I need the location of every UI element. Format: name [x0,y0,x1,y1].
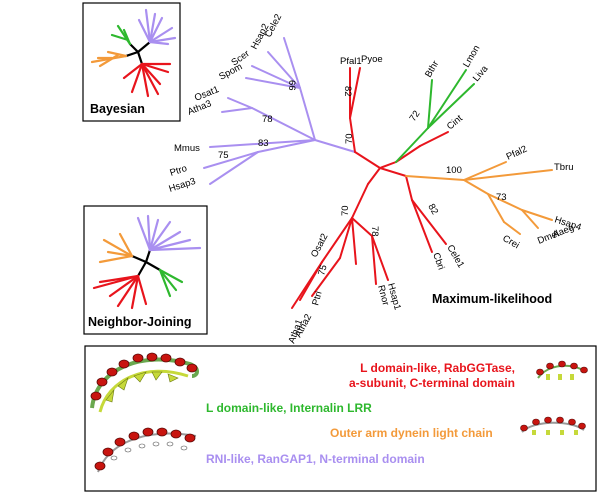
leaf-tbru: Tbru [554,162,574,173]
neighbor-joining-label: Neighbor-Joining [88,315,191,329]
neighbor-joining-box [83,205,208,335]
leaf-crei: Crei [501,233,522,251]
leaf-cint: Cint [445,113,465,133]
leaf-cbri: Cbri [430,251,446,271]
legend-green: L domain-like, Internalin LRR [206,401,372,415]
leaf-atha3: Atha3 [186,98,213,117]
bootstrap-75-plants: 75 [316,264,329,277]
leaf-dmel: Dmel [536,228,561,247]
ml-tree [203,37,553,309]
leaf-bthr: Bthr [423,59,441,80]
bootstrap-82-pfal: 82 [342,86,353,97]
legend-frame [84,345,597,492]
protein-structure-arc [94,427,197,473]
green-clade [395,69,475,163]
protein-structure-small-top [536,360,588,380]
bootstrap-78-rodent: 78 [369,226,380,237]
protein-structure-small-mid [520,416,586,435]
bayesian-label: Bayesian [90,102,145,116]
legend-orange: Outer arm dynein light chain [330,426,493,440]
legend-red-line2: a-subunit, C-terminal domain [349,376,515,390]
protein-structure-large [90,352,199,413]
neighbor-joining-inset: Neighbor-Joining [83,205,208,335]
bayesian-inset: Bayesian [82,2,181,122]
leaf-pfal2: Pfal2 [505,144,529,163]
bayesian-box [82,2,181,122]
bootstrap-values: 66 82 70 78 83 75 72 100 73 82 70 78 75 [218,80,507,277]
purple-clade [203,37,356,185]
leaf-ptri: Ptri [310,290,324,307]
bootstrap-75-mammals: 75 [218,150,229,161]
bootstrap-82-cele: 82 [425,202,440,217]
bootstrap-78-plants: 78 [262,114,273,125]
bootstrap-100: 100 [446,165,462,176]
leaf-ptro: Ptro [169,163,189,179]
leaf-spom: Spom [217,61,244,82]
legend-box: L domain-like, RabGGTase, a-subunit, C-t… [84,345,597,492]
bootstrap-70-plants: 70 [340,205,351,216]
legend-purple: RNI-like, RanGAP1, N-terminal domain [206,452,425,466]
leaf-liva: Liva [471,63,491,84]
bootstrap-73: 73 [496,192,507,203]
leaf-rnor: Rnor [375,284,391,307]
red-clade [291,67,449,309]
leaf-cele1: Cele1 [444,243,466,270]
bootstrap-70-central: 70 [344,133,355,144]
orange-clade [405,161,553,235]
maximum-likelihood-label: Maximum-likelihood [432,292,552,306]
leaf-mmus: Mmus [174,143,200,154]
bootstrap-66: 66 [286,80,297,91]
bootstrap-72: 72 [407,109,422,124]
leaf-pyoe: Pyoe [361,54,383,65]
legend-red-line1: L domain-like, RabGGTase, [360,361,515,375]
bootstrap-83: 83 [258,138,269,149]
leaf-pfal1: Pfal1 [340,56,362,67]
